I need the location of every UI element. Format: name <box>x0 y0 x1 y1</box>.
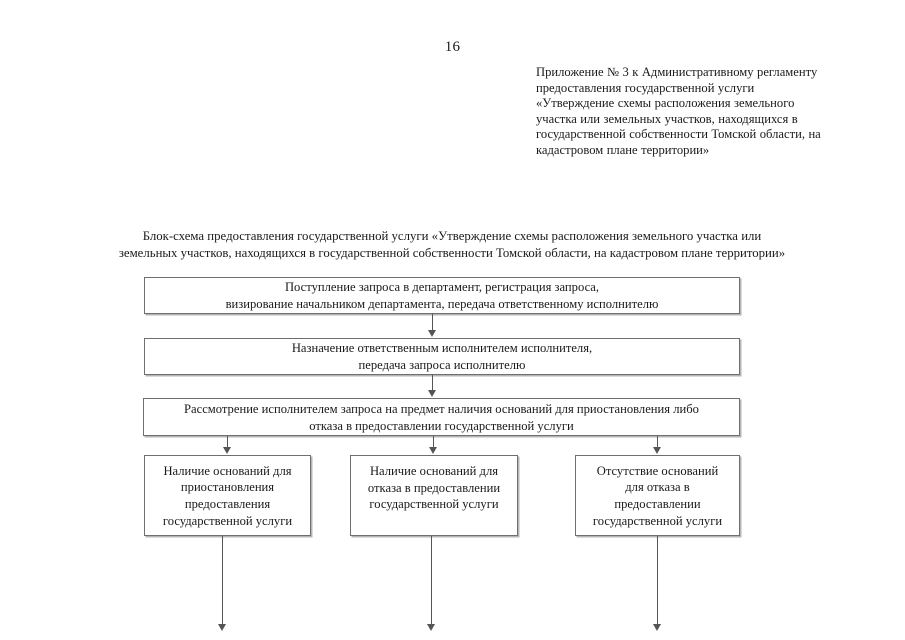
flow-node-intake-line-2: визирование начальником департамента, пе… <box>225 297 659 311</box>
flow-node-review-line-2: отказа в предоставлении государственной … <box>309 418 574 433</box>
connector-review-to-norefuse <box>657 436 658 449</box>
flow-node-suspend-line-1: Наличие оснований для <box>163 463 292 478</box>
page-title-line-1: Блок-схема предоставления государственно… <box>142 229 762 243</box>
connector-refuse-to-next-page <box>431 536 432 626</box>
arrowhead-down-icon <box>218 624 226 631</box>
flow-node-refuse-line-1: Наличие оснований для <box>369 464 499 478</box>
flow-node-suspend-line-2: приостановления <box>180 480 275 495</box>
flow-node-refuse-line-3: государственной услуги <box>369 497 499 512</box>
connector-review-to-suspend <box>227 436 228 449</box>
connector-intake-to-assign <box>432 314 433 332</box>
page-title-line-2: земельных участков, находящихся в госуда… <box>118 246 786 260</box>
page-number: 16 <box>444 39 461 55</box>
arrowhead-down-icon <box>428 330 436 337</box>
arrowhead-down-icon <box>653 624 661 631</box>
connector-review-to-refuse <box>433 436 434 449</box>
flow-node-refuse: Наличие оснований для отказа в предостав… <box>350 455 518 536</box>
flow-node-norefuse: Отсутствие оснований для отказа в предос… <box>575 455 740 536</box>
connector-suspend-to-next-page <box>222 536 223 626</box>
flow-node-suspend-line-3: предоставления <box>184 497 271 511</box>
connector-assign-to-review <box>432 375 433 392</box>
flow-node-suspend: Наличие оснований для приостановления пр… <box>144 455 311 536</box>
flow-node-review-line-1: Рассмотрение исполнителем запроса на пре… <box>184 401 699 416</box>
flow-node-intake-line-1: Поступление запроса в департамент, регис… <box>284 280 600 295</box>
flow-node-assign: Назначение ответственным исполнителем ис… <box>144 338 740 375</box>
arrowhead-down-icon <box>223 447 231 454</box>
flow-node-norefuse-line-1: Отсутствие оснований <box>596 463 719 478</box>
flow-node-suspend-line-4: государственной услуги <box>162 513 293 528</box>
flow-node-norefuse-line-4: государственной услуги <box>592 513 723 528</box>
arrowhead-down-icon <box>653 447 661 454</box>
flow-node-assign-line-1: Назначение ответственным исполнителем ис… <box>291 341 593 356</box>
flow-node-intake: Поступление запроса в департамент, регис… <box>144 277 740 314</box>
flow-node-norefuse-line-3: предоставлении <box>614 497 701 511</box>
flow-node-assign-line-2: передача запроса исполнителю <box>358 358 526 372</box>
flow-node-refuse-line-2: отказа в предоставлении <box>367 480 501 495</box>
flow-node-review: Рассмотрение исполнителем запроса на пре… <box>143 398 740 436</box>
appendix-reference-note: Приложение № 3 к Административному регла… <box>536 65 821 157</box>
arrowhead-down-icon <box>428 390 436 397</box>
arrowhead-down-icon <box>427 624 435 631</box>
connector-norefuse-to-next-page <box>657 536 658 626</box>
flow-node-norefuse-line-2: для отказа в <box>625 480 690 495</box>
page-title: Блок-схема предоставления государственно… <box>78 228 826 262</box>
arrowhead-down-icon <box>429 447 437 454</box>
